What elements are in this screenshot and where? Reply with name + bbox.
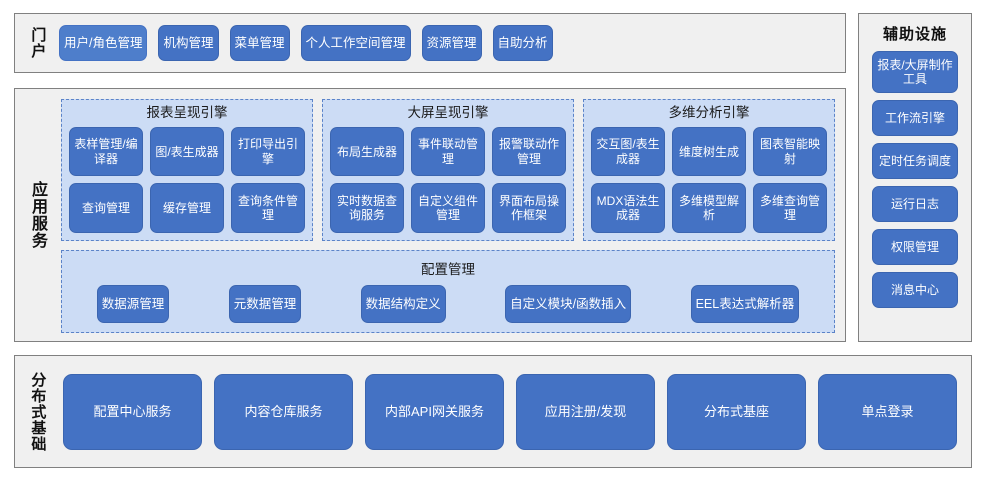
- auxiliary-facilities-panel: 辅助设施 报表/大屏制作工具 工作流引擎 定时任务调度 运行日志 权限管理 消息…: [858, 13, 972, 342]
- engine-group-multidimensional-analysis-items: 交互图/表生成器 维度树生成 图表智能映射 MDX语法生成器 多维模型解析 多维…: [591, 126, 827, 233]
- engine-item-custom-component-management[interactable]: 自定义组件管理: [411, 183, 485, 233]
- dist-item-content-repository-service[interactable]: 内容仓库服务: [214, 373, 353, 450]
- distributed-foundation-items-row: 配置中心服务 内容仓库服务 内部API网关服务 应用注册/发现 分布式基座 单点…: [59, 356, 971, 467]
- portal-item-personal-workspace-management[interactable]: 个人工作空间管理: [300, 25, 411, 61]
- engine-item-event-linkage-management[interactable]: 事件联动管理: [411, 126, 485, 177]
- config-item-custom-module-function-insertion[interactable]: 自定义模块/函数插入: [505, 285, 632, 323]
- engine-item-chart-smart-mapping[interactable]: 图表智能映射: [753, 126, 827, 177]
- configuration-management-group: 配置管理 数据源管理 元数据管理 数据结构定义 自定义模块/函数插入 EEL表达…: [61, 250, 835, 333]
- engine-group-report-rendering-title: 报表呈现引擎: [146, 105, 228, 120]
- engine-group-large-screen-rendering-items: 布局生成器 事件联动管理 报警联动作管理 实时数据查询服务 自定义组件管理 界面…: [330, 126, 566, 233]
- engines-row: 报表呈现引擎 表样管理/编译器 图/表生成器 打印导出引擎 查询管理 缓存管理 …: [61, 99, 835, 241]
- config-item-datasource-management[interactable]: 数据源管理: [96, 285, 170, 323]
- application-services-layer-label: 应用服务: [28, 181, 46, 249]
- configuration-management-items: 数据源管理 元数据管理 数据结构定义 自定义模块/函数插入 EEL表达式解析器: [72, 285, 824, 323]
- engine-group-large-screen-rendering-title: 大屏呈现引擎: [407, 105, 489, 120]
- engine-group-multidimensional-analysis: 多维分析引擎 交互图/表生成器 维度树生成 图表智能映射 MDX语法生成器 多维…: [583, 99, 835, 241]
- engine-item-multidimensional-model-parsing[interactable]: 多维模型解析: [672, 183, 746, 233]
- aux-item-runtime-log[interactable]: 运行日志: [872, 186, 958, 222]
- portal-layer-label: 门户: [29, 27, 47, 59]
- distributed-foundation-layer-label: 分布式基础: [29, 371, 47, 452]
- engine-group-multidimensional-analysis-title: 多维分析引擎: [668, 105, 750, 120]
- engine-item-print-export-engine[interactable]: 打印导出引擎: [231, 126, 305, 177]
- distributed-foundation-layer: 分布式基础 配置中心服务 内容仓库服务 内部API网关服务 应用注册/发现 分布…: [14, 355, 972, 468]
- aux-item-message-center[interactable]: 消息中心: [872, 272, 958, 308]
- config-item-metadata-management[interactable]: 元数据管理: [228, 285, 302, 323]
- engine-group-report-rendering: 报表呈现引擎 表样管理/编译器 图/表生成器 打印导出引擎 查询管理 缓存管理 …: [61, 99, 313, 241]
- aux-item-scheduled-task-scheduler[interactable]: 定时任务调度: [872, 143, 958, 179]
- engine-item-layout-generator[interactable]: 布局生成器: [330, 126, 404, 177]
- engine-item-dimension-tree-generation[interactable]: 维度树生成: [672, 126, 746, 177]
- application-services-body: 报表呈现引擎 表样管理/编译器 图/表生成器 打印导出引擎 查询管理 缓存管理 …: [59, 89, 845, 341]
- dist-item-config-center-service[interactable]: 配置中心服务: [63, 373, 202, 450]
- engine-item-interactive-chart-table-generator[interactable]: 交互图/表生成器: [591, 126, 665, 177]
- portal-layer: 门户 用户/角色管理 机构管理 菜单管理 个人工作空间管理 资源管理 自助分析: [14, 13, 846, 73]
- engine-item-multidimensional-query-management[interactable]: 多维查询管理: [753, 183, 827, 233]
- engine-group-report-rendering-items: 表样管理/编译器 图/表生成器 打印导出引擎 查询管理 缓存管理 查询条件管理: [69, 126, 305, 233]
- aux-item-report-dashboard-authoring-tool[interactable]: 报表/大屏制作工具: [872, 51, 958, 93]
- auxiliary-facilities-title: 辅助设施: [882, 26, 947, 43]
- portal-item-menu-management[interactable]: 菜单管理: [229, 25, 290, 61]
- engine-group-large-screen-rendering: 大屏呈现引擎 布局生成器 事件联动管理 报警联动作管理 实时数据查询服务 自定义…: [322, 99, 574, 241]
- engine-item-template-management-compiler[interactable]: 表样管理/编译器: [69, 126, 143, 177]
- dist-item-distributed-base[interactable]: 分布式基座: [667, 373, 806, 450]
- engine-item-alarm-linkage-action-management[interactable]: 报警联动作管理: [492, 126, 566, 177]
- engine-item-query-condition-management[interactable]: 查询条件管理: [231, 183, 305, 233]
- aux-item-workflow-engine[interactable]: 工作流引擎: [872, 100, 958, 136]
- config-item-data-structure-definition[interactable]: 数据结构定义: [360, 285, 446, 323]
- engine-item-chart-table-generator[interactable]: 图/表生成器: [150, 126, 224, 177]
- portal-item-resource-management[interactable]: 资源管理: [421, 25, 482, 61]
- engine-item-realtime-data-query-service[interactable]: 实时数据查询服务: [330, 183, 404, 233]
- engine-item-query-management[interactable]: 查询管理: [69, 183, 143, 233]
- portal-item-self-service-analysis[interactable]: 自助分析: [492, 25, 553, 61]
- application-services-layer: 应用服务 报表呈现引擎 表样管理/编译器 图/表生成器 打印导出引擎 查询管理 …: [14, 88, 846, 342]
- portal-items-row: 用户/角色管理 机构管理 菜单管理 个人工作空间管理 资源管理 自助分析: [59, 14, 845, 72]
- engine-item-cache-management[interactable]: 缓存管理: [150, 183, 224, 233]
- portal-item-org-management[interactable]: 机构管理: [158, 25, 219, 61]
- engine-item-mdx-syntax-generator[interactable]: MDX语法生成器: [591, 183, 665, 233]
- dist-item-single-sign-on[interactable]: 单点登录: [818, 373, 957, 450]
- configuration-management-title: 配置管理: [421, 262, 475, 277]
- portal-item-user-role-management[interactable]: 用户/角色管理: [59, 25, 148, 61]
- dist-item-internal-api-gateway-service[interactable]: 内部API网关服务: [365, 373, 504, 450]
- dist-item-app-registration-discovery[interactable]: 应用注册/发现: [516, 373, 655, 450]
- aux-item-permission-management[interactable]: 权限管理: [872, 229, 958, 265]
- config-item-eel-expression-parser[interactable]: EEL表达式解析器: [690, 285, 800, 323]
- engine-item-ui-layout-operation-framework[interactable]: 界面布局操作框架: [492, 183, 566, 233]
